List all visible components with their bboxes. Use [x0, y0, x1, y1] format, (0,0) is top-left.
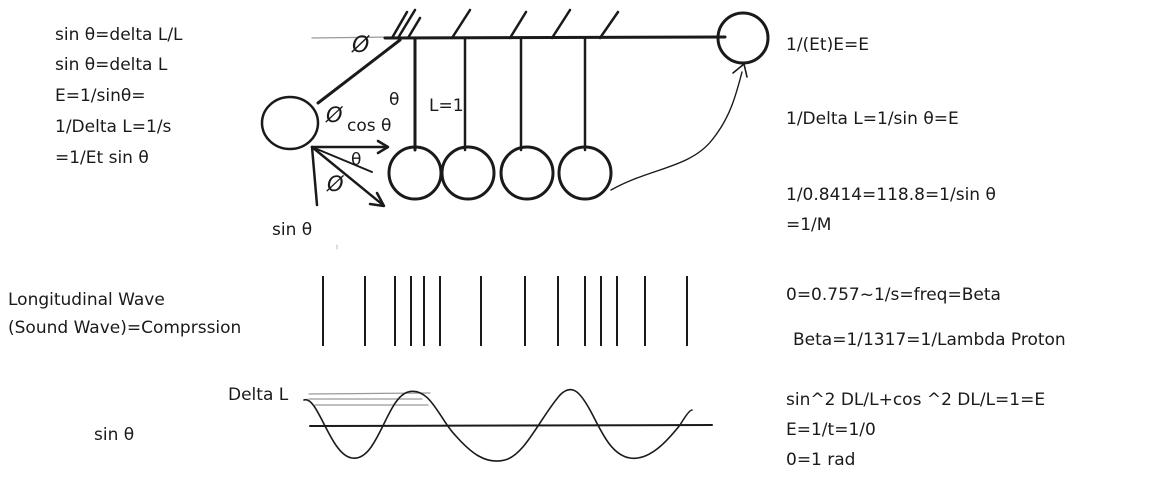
left-equation-5: =1/Et sin θ — [55, 148, 149, 168]
right-equation-3: 1/0.8414=118.8=1/sin θ — [786, 185, 996, 205]
cos-vector-head — [376, 139, 390, 155]
left-equation-2: sin θ=delta L — [55, 55, 168, 75]
label-length: L=1 — [429, 96, 464, 116]
label-delta-l: Delta L — [228, 385, 289, 405]
resultant-vector-head — [368, 191, 386, 208]
longitudinal-label-line2: (Sound Wave)=Comprssion — [8, 318, 242, 338]
hanging-ball-2 — [440, 145, 496, 201]
resultant-vector — [310, 145, 385, 207]
theta-line — [311, 146, 373, 173]
raised-rope — [316, 38, 402, 105]
label-theta-rope: θ — [389, 90, 400, 110]
wave-axis — [309, 424, 713, 427]
right-equation-2: 1/Delta L=1/sin θ=E — [786, 109, 959, 129]
top-right-ball — [716, 11, 770, 65]
transfer-arrowhead — [732, 63, 748, 78]
label-sin-theta: sin θ — [272, 220, 313, 240]
left-equation-4: 1/Delta L=1/s — [55, 117, 172, 137]
ceiling-hatching — [390, 8, 620, 40]
label-phi-lower: Ø — [327, 172, 344, 196]
left-equation-3: E=1/sinθ= — [55, 86, 146, 106]
left-equation-1: sin θ=delta L/L — [55, 25, 183, 45]
right-equation-8: E=1/t=1/0 — [786, 420, 876, 440]
wave-curve — [303, 388, 693, 462]
label-theta-small: θ — [351, 150, 362, 170]
right-equation-1: 1/(Et)E=E — [786, 35, 869, 55]
right-equation-6: Beta=1/1317=1/Lambda Proton — [793, 330, 1066, 350]
label-wave-sin-theta: sin θ — [94, 425, 135, 445]
top-guide-line — [311, 36, 393, 39]
delta-l-guide-1 — [308, 392, 431, 395]
transfer-arrow — [610, 71, 743, 191]
label-phi-pivot: Ø — [326, 103, 343, 127]
right-equation-9: 0=1 rad — [786, 450, 856, 470]
raised-ball — [260, 95, 320, 151]
right-equation-7: sin^2 DL/L+cos ^2 DL/L=1=E — [786, 390, 1046, 410]
longitudinal-label-line1: Longitudinal Wave — [8, 290, 165, 310]
hanging-ball-3 — [499, 145, 555, 201]
right-equation-4: =1/M — [786, 215, 832, 235]
hanging-ball-4 — [557, 145, 613, 201]
sin-vector — [310, 145, 319, 207]
label-cos-theta: cos θ — [347, 116, 392, 136]
label-phi-top: Ø — [352, 33, 370, 58]
right-equation-5: 0=0.757~1/s=freq=Beta — [786, 285, 1001, 305]
ceiling-bar — [383, 35, 727, 40]
